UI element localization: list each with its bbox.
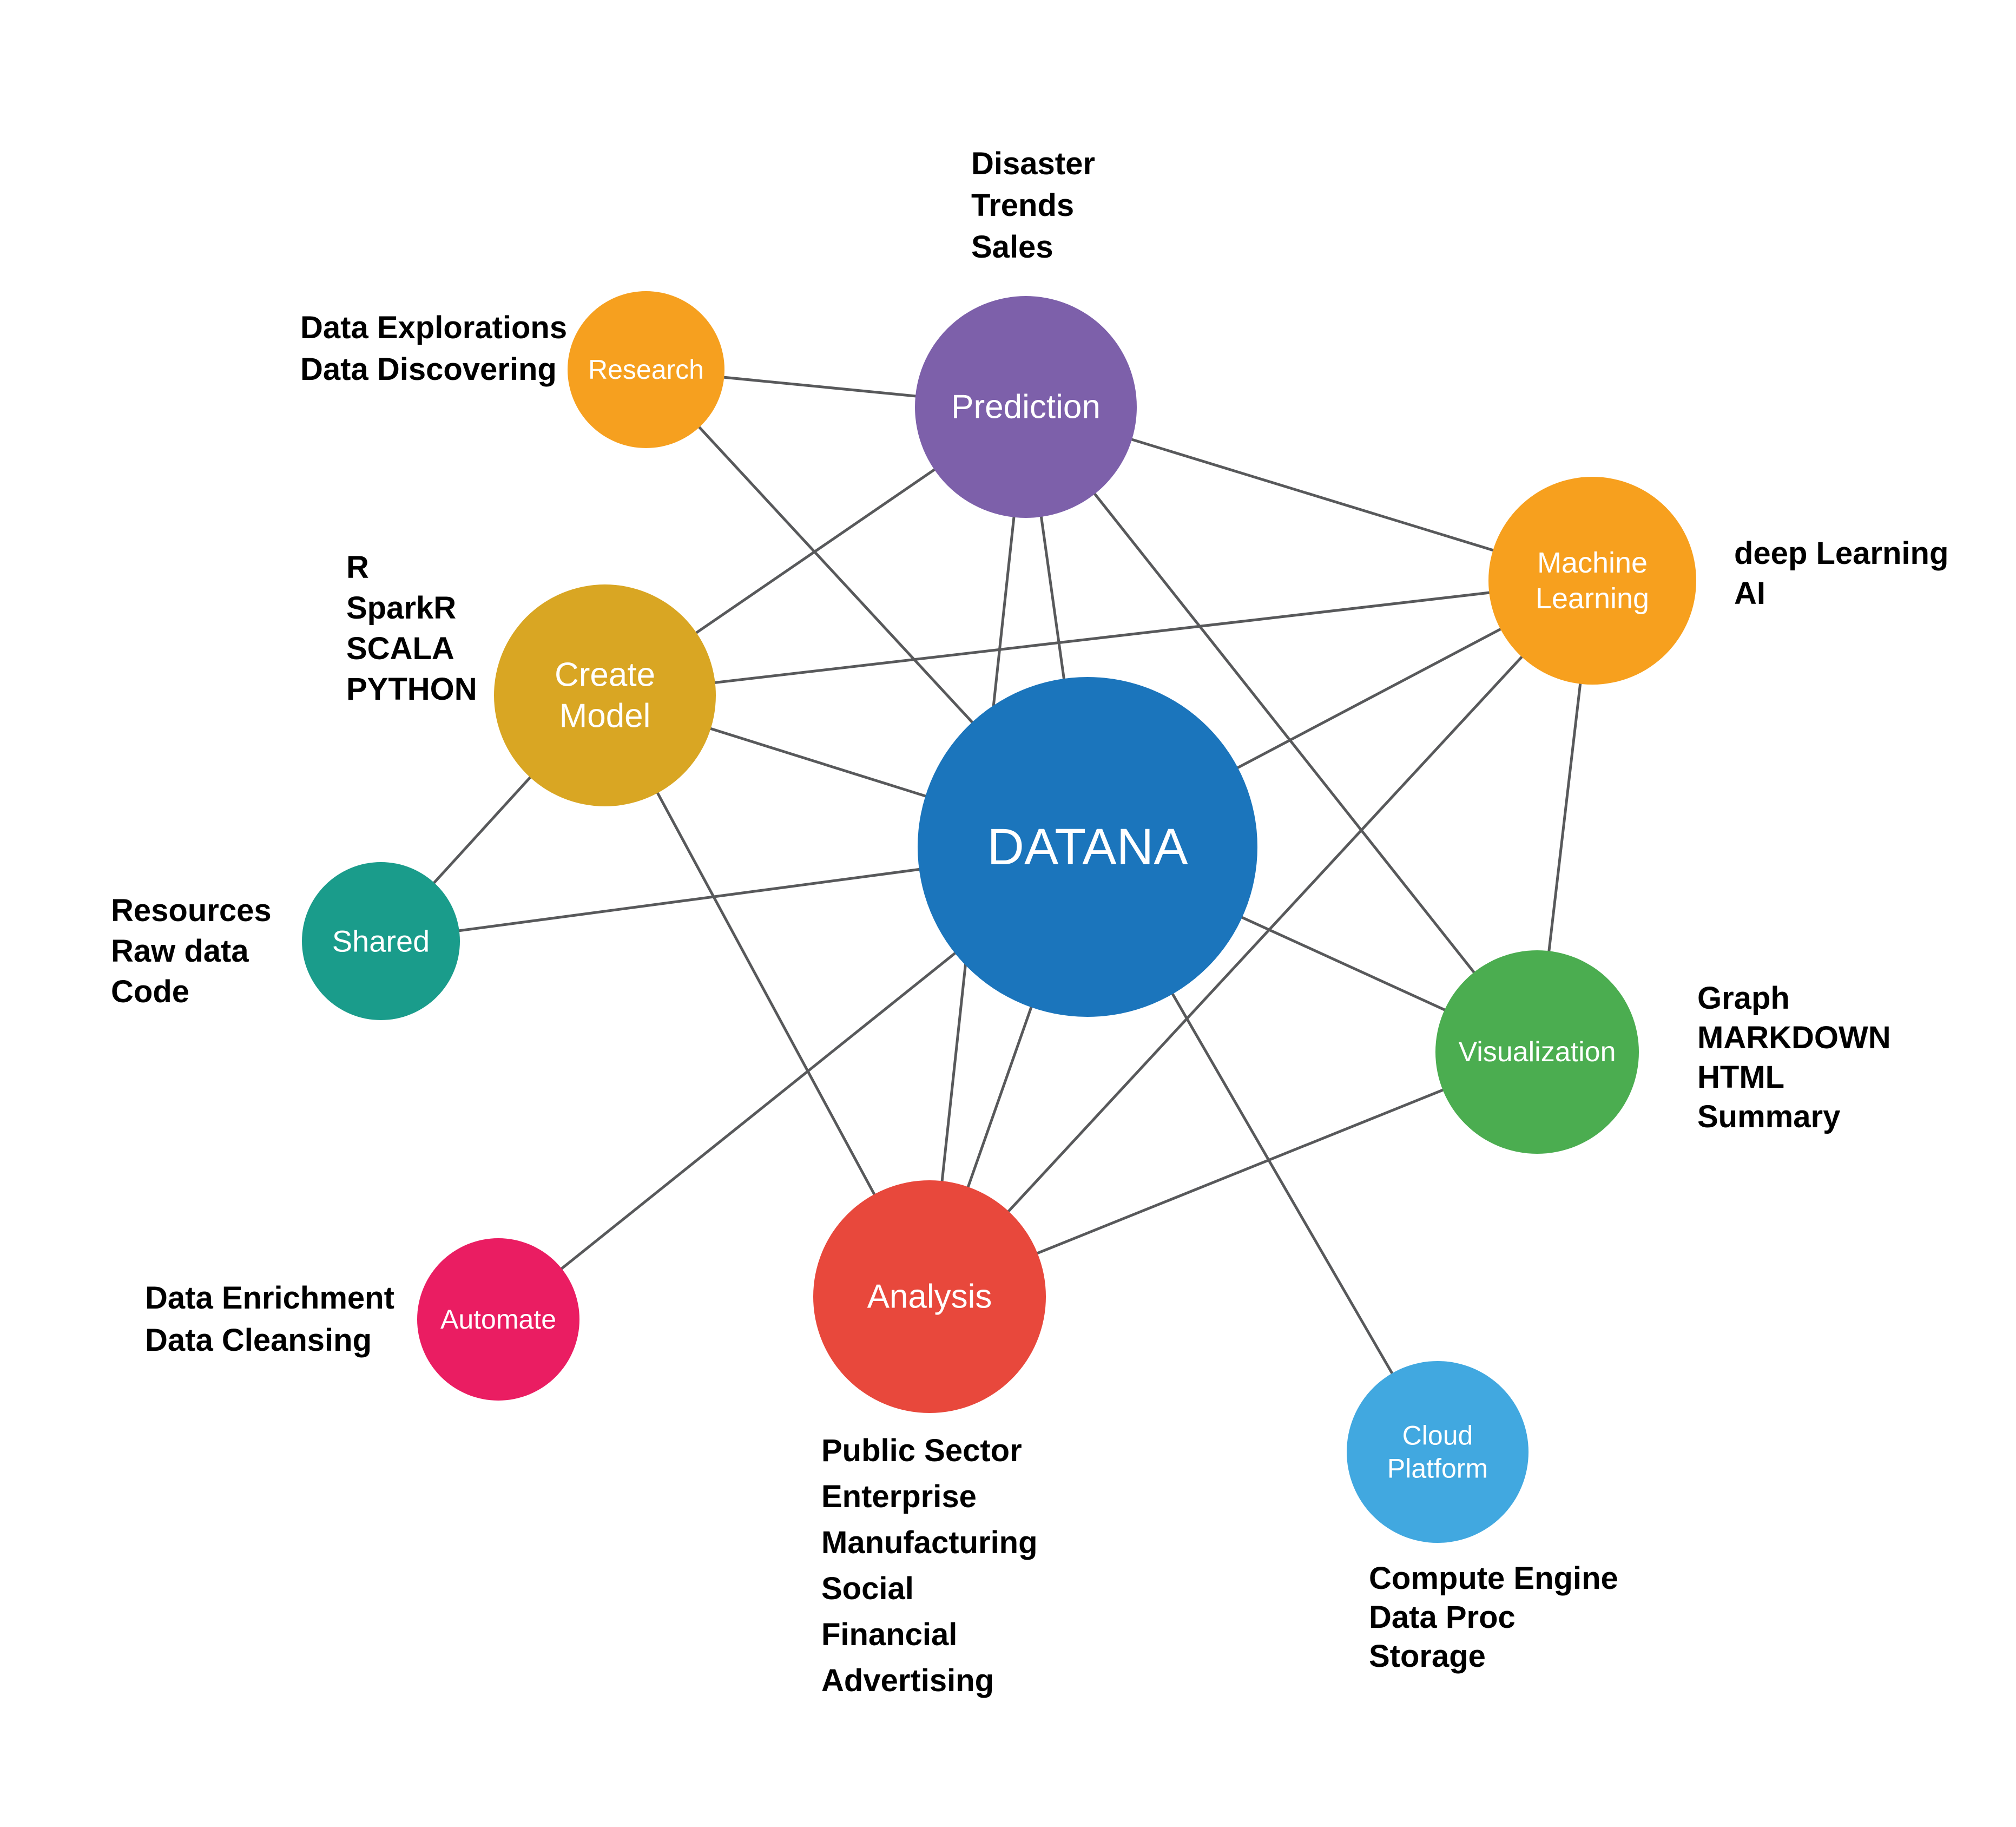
- create-model-notes: R SparkR SCALA PYTHON: [346, 550, 477, 707]
- annotation-line: Compute Engine: [1369, 1561, 1618, 1596]
- node-circle-machine-learning: [1488, 477, 1696, 685]
- annotation-line: Manufacturing: [821, 1525, 1038, 1560]
- node-label-line: DATANA: [987, 818, 1188, 876]
- node-label-line: Prediction: [951, 389, 1101, 426]
- node-analysis: Analysis: [813, 1180, 1046, 1413]
- node-label-line: Model: [559, 698, 651, 735]
- node-label-line: Shared: [332, 924, 430, 958]
- node-label-datana: DATANA: [987, 818, 1188, 876]
- annotation-line: R: [346, 550, 369, 585]
- annotation-line: Summary: [1697, 1099, 1840, 1134]
- annotation-line: Data Cleansing: [145, 1323, 372, 1358]
- edge-machine-learning-analysis: [928, 580, 1593, 1298]
- annotation-line: Data Explorations: [300, 310, 567, 345]
- node-label-prediction: Prediction: [951, 389, 1101, 426]
- node-label-research: Research: [588, 354, 704, 385]
- node-circle-cloud-platform: [1347, 1361, 1529, 1543]
- node-circle-automate: [417, 1238, 579, 1401]
- node-label-line: Machine: [1537, 547, 1648, 579]
- annotation-line: Data Discovering: [300, 352, 557, 387]
- node-label-automate: Automate: [440, 1304, 556, 1335]
- node-automate: Automate: [417, 1238, 579, 1401]
- edge-create-model-machine-learning: [604, 579, 1593, 697]
- annotation-line: Storage: [1369, 1639, 1486, 1674]
- annotation-line: MARKDOWN: [1697, 1020, 1891, 1055]
- annotation-line: Enterprise: [821, 1479, 977, 1514]
- node-circle-research: [568, 291, 724, 448]
- annotation-line: Data Enrichment: [145, 1280, 394, 1316]
- node-label-line: Learning: [1536, 582, 1649, 615]
- annotation-line: PYTHON: [346, 672, 477, 707]
- node-label-line: Research: [588, 354, 704, 385]
- annotation-line: Graph: [1697, 981, 1790, 1016]
- annotation-line: Trends: [971, 188, 1074, 223]
- node-label-line: Automate: [440, 1304, 556, 1335]
- node-circle-visualization: [1435, 950, 1639, 1154]
- node-circle-datana: [918, 677, 1257, 1017]
- node-label-line: Platform: [1387, 1454, 1488, 1484]
- annotation-line: Raw data: [111, 934, 249, 969]
- node-circle-shared: [302, 862, 460, 1020]
- node-label-visualization: Visualization: [1458, 1036, 1616, 1068]
- node-research: Research: [568, 291, 724, 448]
- annotation-line: HTML: [1697, 1060, 1784, 1095]
- node-label-line: Analysis: [867, 1278, 992, 1316]
- annotation-line: Code: [111, 974, 189, 1009]
- node-prediction: Prediction: [915, 296, 1137, 518]
- node-label-line: Cloud: [1402, 1421, 1473, 1451]
- edge-prediction-visualization: [1025, 406, 1538, 1053]
- annotation-line: AI: [1734, 576, 1765, 611]
- annotation-line: Public Sector: [821, 1433, 1022, 1468]
- annotation-line: SparkR: [346, 590, 456, 626]
- annotation-line: Sales: [971, 229, 1053, 265]
- node-label-analysis: Analysis: [867, 1278, 992, 1316]
- annotation-line: Advertising: [821, 1663, 994, 1698]
- node-circle-prediction: [915, 296, 1137, 518]
- node-circle-analysis: [813, 1180, 1046, 1413]
- node-label-line: Create: [555, 656, 655, 694]
- node-circle-create-model: [494, 584, 716, 806]
- node-label-shared: Shared: [332, 924, 430, 958]
- node-shared: Shared: [302, 862, 460, 1020]
- annotation-line: Resources: [111, 893, 272, 928]
- annotation-line: deep Learning: [1734, 536, 1948, 571]
- annotation-line: SCALA: [346, 631, 454, 666]
- annotation-line: Financial: [821, 1617, 957, 1652]
- annotation-line: Disaster: [971, 146, 1095, 181]
- node-datana: DATANA: [918, 677, 1257, 1017]
- node-label-line: Visualization: [1458, 1036, 1616, 1068]
- annotation-line: Data Proc: [1369, 1600, 1516, 1635]
- node-visualization: Visualization: [1435, 950, 1639, 1154]
- annotation-line: Social: [821, 1571, 914, 1606]
